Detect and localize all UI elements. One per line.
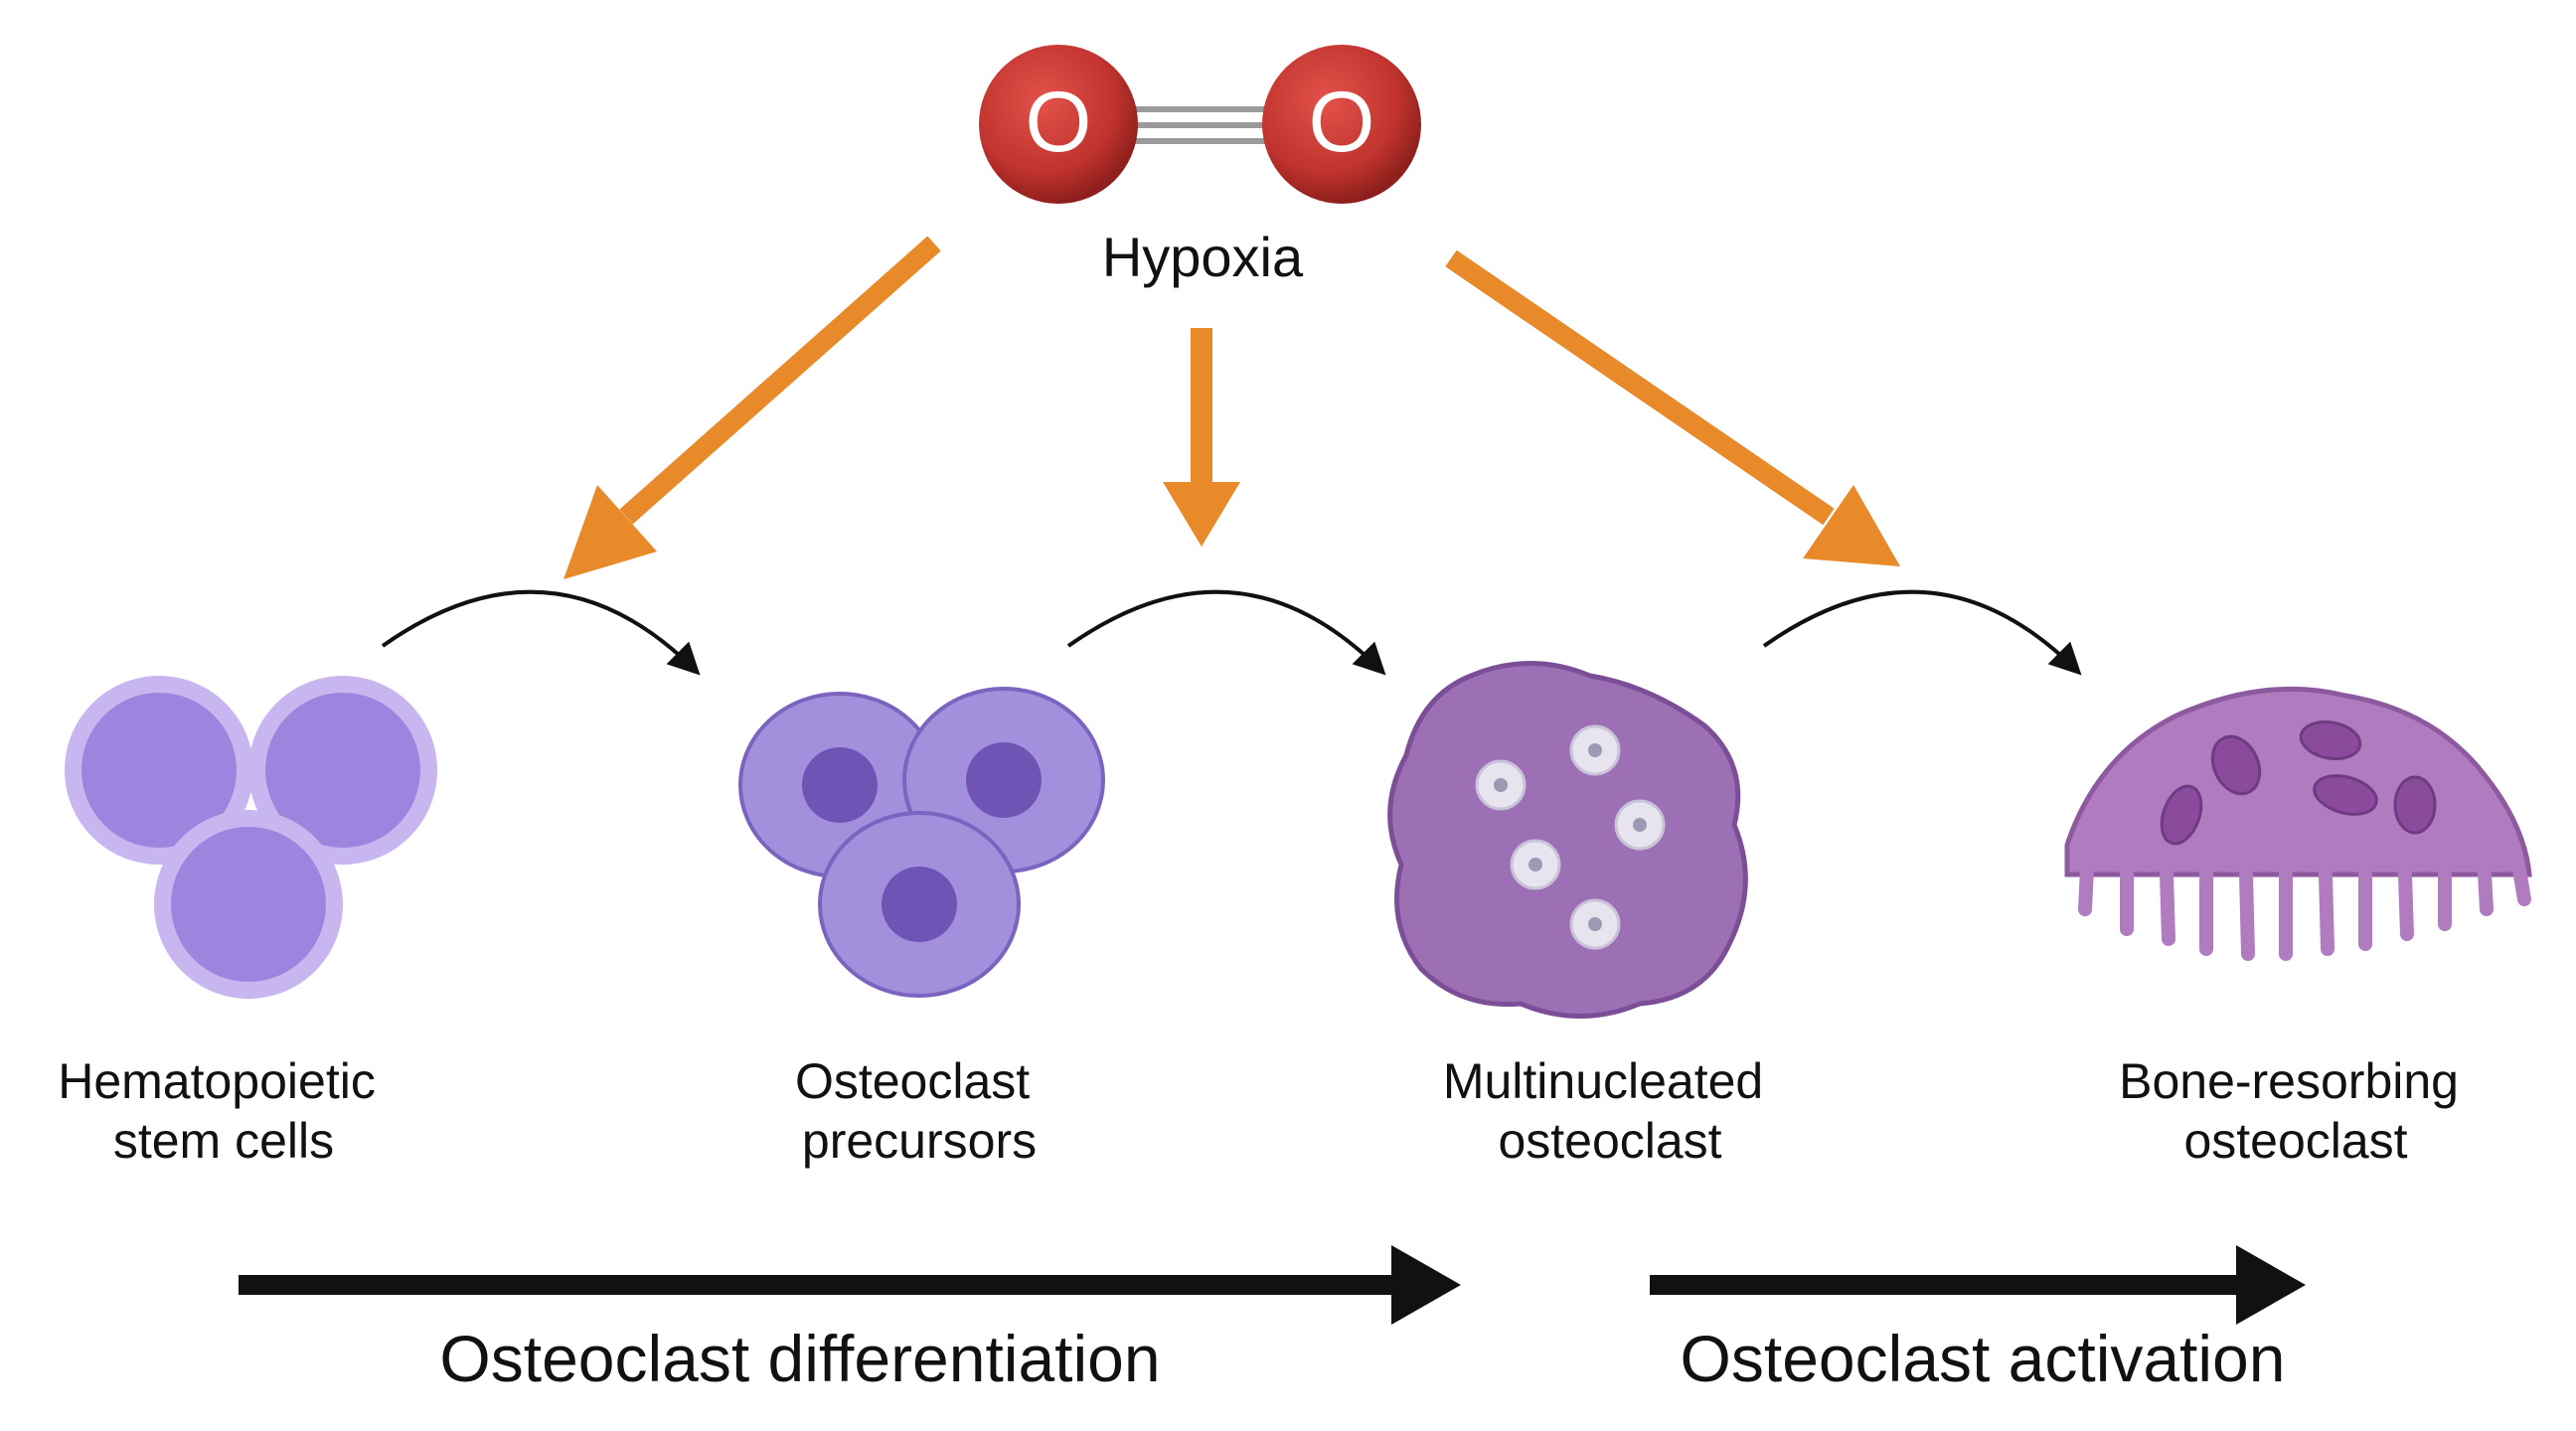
stage-label-precursors: Osteoclast precursors — [795, 1053, 1044, 1169]
stage-label-bone-resorbing: Bone-resorbing osteoclast — [2119, 1053, 2473, 1169]
transition-arrows — [381, 589, 2082, 676]
hypoxia-arrow-left — [564, 236, 941, 579]
phase-arrow-activation — [1650, 1245, 2306, 1325]
oxygen-atom-left-label: O — [1026, 75, 1092, 170]
oxygen-molecule-icon: O O — [979, 45, 1421, 204]
hypoxia-label: Hypoxia — [1102, 226, 1304, 288]
transition-arrow-1 — [381, 589, 701, 676]
hypoxia-arrow-center — [1163, 328, 1240, 547]
phase-label-differentiation: Osteoclast differentiation — [439, 1322, 1160, 1395]
phase-label-activation: Osteoclast activation — [1681, 1322, 2286, 1395]
stage-label-multinucleated: Multinucleated osteoclast — [1443, 1053, 1777, 1169]
bone-resorbing-osteoclast-icon — [2064, 686, 2532, 961]
hypoxia-arrows — [564, 236, 1900, 579]
osteoclast-precursors-icon — [738, 687, 1105, 998]
multinucleated-osteoclast-icon — [1387, 661, 1748, 1019]
phase-arrow-differentiation — [239, 1245, 1461, 1325]
transition-arrow-3 — [1762, 589, 2082, 676]
oxygen-atom-right-label: O — [1309, 75, 1375, 170]
hypoxia-arrow-right — [1445, 249, 1900, 566]
oxygen-atom-left — [979, 45, 1138, 204]
hematopoietic-stem-cells-icon — [65, 676, 437, 999]
stage-label-hematopoietic: Hematopoietic stem cells — [58, 1053, 390, 1169]
transition-arrow-2 — [1066, 589, 1386, 676]
oxygen-atom-right — [1262, 45, 1421, 204]
